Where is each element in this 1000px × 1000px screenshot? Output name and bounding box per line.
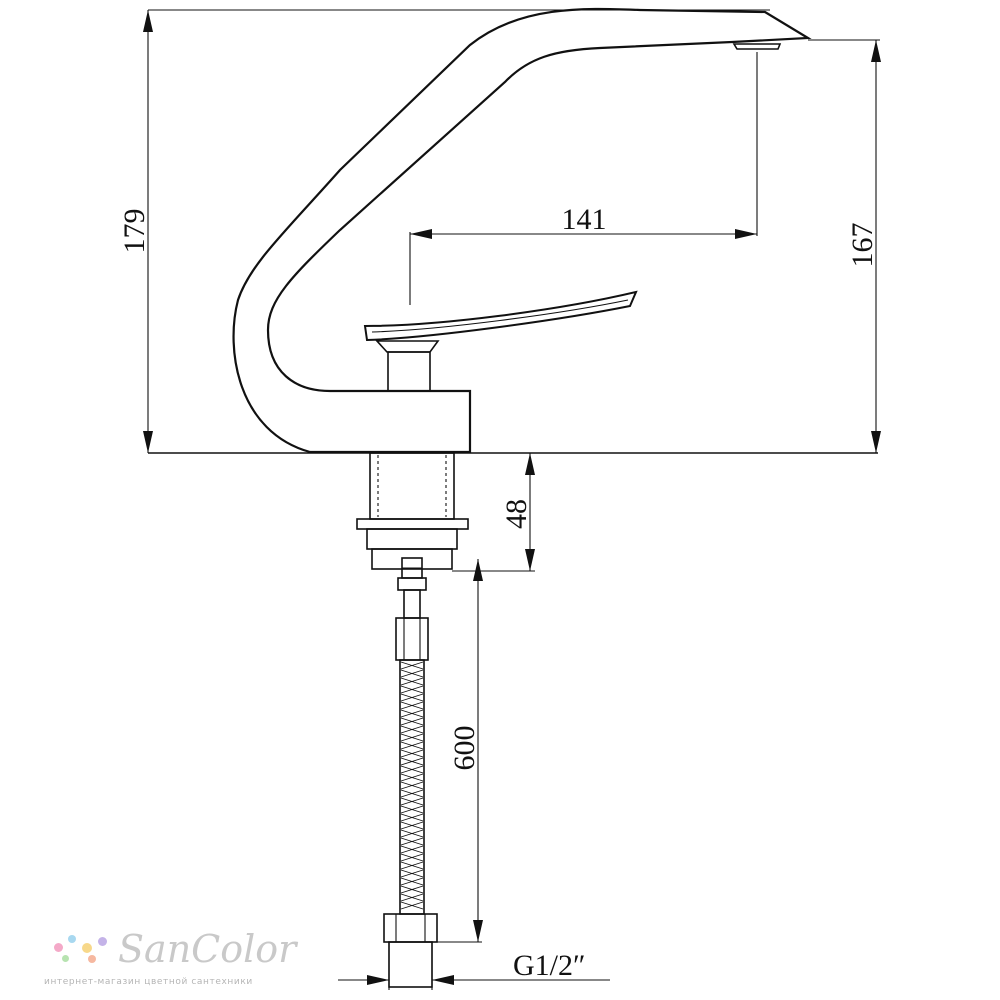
brand-tagline: интернет-магазин цветной сантехники [44,977,253,987]
brand-dot [88,955,96,963]
lever-handle [363,290,638,392]
dimension-spout-height: 167 [808,39,881,453]
brand-dot [68,935,76,943]
dimension-shank-length: 48 [452,453,535,572]
brand-dot [62,955,69,962]
dimension-overall-height: 179 [118,9,770,453]
brand-dot [82,943,92,953]
flexible-hose [383,557,438,988]
dim-label-hose-length: 600 [448,726,481,771]
dimension-spout-reach: 141 [409,52,758,305]
dim-label-shank-length: 48 [500,499,533,529]
dim-label-overall-height: 179 [118,209,151,254]
brand-dot [98,937,107,946]
brand-watermark: SanColor интернет-магазин цветной сантех… [40,925,300,995]
dim-label-spout-height: 167 [846,223,879,268]
dimension-thread: G1/2″ [338,942,610,990]
mounting-shank [356,452,469,570]
dim-label-spout-reach: 141 [562,203,607,236]
brand-dot [54,943,63,952]
dim-label-thread: G1/2″ [513,949,586,982]
faucet-body [232,7,812,454]
brand-name: SanColor [118,927,297,971]
dimension-hose-length: 600 [437,559,483,943]
